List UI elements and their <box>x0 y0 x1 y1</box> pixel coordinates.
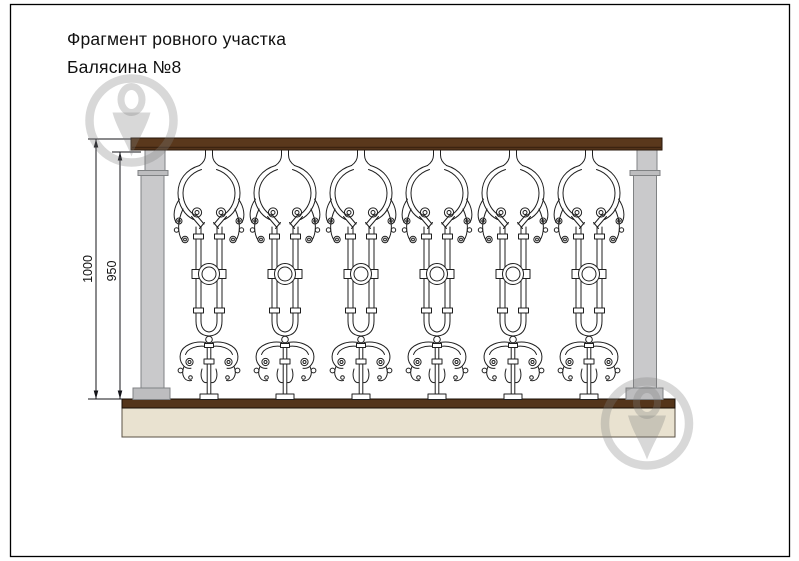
bottom-wood-rail <box>121 398 676 409</box>
handrail <box>130 137 663 151</box>
prom-logo-watermark-icon <box>90 79 174 163</box>
right-column <box>625 149 664 400</box>
dimension-label-950: 950 <box>105 261 119 282</box>
base-plinth <box>121 407 676 438</box>
baluster <box>174 150 244 400</box>
right-column-collar <box>629 170 661 176</box>
dimension-lines: 1000 950 <box>81 138 141 400</box>
balusters <box>174 150 624 400</box>
baluster <box>250 150 320 400</box>
right-column-neck <box>636 149 658 172</box>
left-column-base <box>132 387 171 400</box>
baluster <box>478 150 548 400</box>
drawing-title: Фрагмент ровного участка <box>67 29 287 49</box>
left-column-collar <box>137 170 169 176</box>
baluster <box>326 150 396 400</box>
dimension-label-1000: 1000 <box>81 255 95 283</box>
left-column-shaft <box>140 175 165 389</box>
page-border-frame <box>9 3 791 558</box>
drawing-subtitle: Балясина №8 <box>67 57 182 77</box>
baluster <box>554 150 624 400</box>
left-column <box>132 149 171 400</box>
title-block: Фрагмент ровного участка Балясина №8 <box>67 25 286 81</box>
right-column-shaft <box>633 175 657 389</box>
baluster <box>402 150 472 400</box>
